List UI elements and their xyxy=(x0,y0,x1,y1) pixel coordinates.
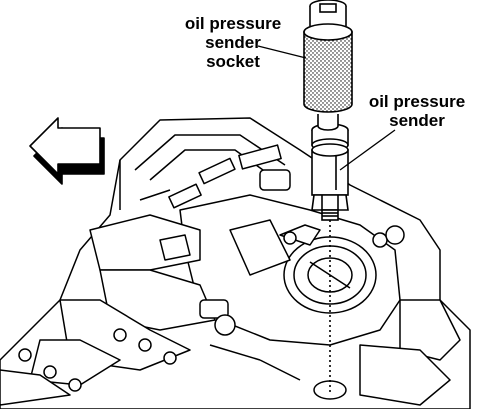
socket-label: oil pressure sender socket xyxy=(168,14,298,71)
socket-label-line-2: sender xyxy=(205,33,261,52)
socket-label-line-1: oil pressure xyxy=(184,14,282,33)
sender-label-line-1: oil pressure xyxy=(368,92,466,111)
sender-label: oil pressure sender xyxy=(362,92,472,130)
leader-lines xyxy=(257,45,396,171)
oil-pressure-sender-socket xyxy=(303,0,353,131)
direction-arrow-icon xyxy=(29,117,105,185)
socket-label-line-3: socket xyxy=(206,52,260,71)
sender-label-line-2: sender xyxy=(389,111,445,130)
